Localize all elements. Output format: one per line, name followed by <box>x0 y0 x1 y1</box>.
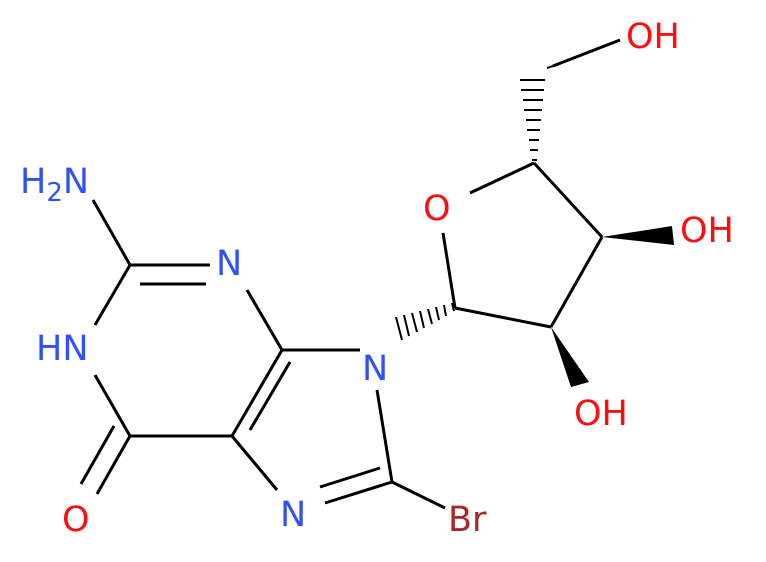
bond-c2-c1 <box>454 306 552 329</box>
bond-c8-n9 <box>375 389 394 483</box>
bond-c5-n7 <box>230 435 279 491</box>
bonds <box>79 38 621 510</box>
bond-c8-br <box>391 480 446 510</box>
bond-n7-c8 <box>324 480 393 505</box>
label-n7: N <box>280 495 306 535</box>
solid-wedge-c2-oh <box>551 327 589 387</box>
bond-c2-n1 <box>93 264 132 326</box>
label-oh-5: OH <box>626 17 680 57</box>
bond-n1-c6 <box>93 374 132 437</box>
label-nh: HN <box>36 329 89 369</box>
solid-wedge-c3-oh <box>602 226 674 245</box>
bond-n3-c4 <box>245 289 284 351</box>
bond-ch2-oh <box>552 38 621 68</box>
bond-c6-o-second <box>79 425 116 485</box>
bond-c1-o4 <box>441 232 457 309</box>
hashed-wedge-c4-ch2 <box>520 65 554 161</box>
label-oh-2: OH <box>574 394 628 434</box>
label-n3: N <box>216 244 242 284</box>
label-oh-3: OH <box>680 211 734 251</box>
label-ring-oxygen: O <box>423 189 451 229</box>
label-bromine: Br <box>448 500 487 540</box>
label-carbonyl-oxygen: O <box>62 500 90 540</box>
bond-c6-o <box>95 435 132 495</box>
hashed-wedge-c1-n9 <box>395 302 455 341</box>
atom-labels: H2N HN N N N O Br O OH OH OH <box>20 17 734 540</box>
label-n9: N <box>362 349 388 389</box>
bond-c3-c2 <box>549 236 604 328</box>
bond-c2-nh2 <box>91 199 132 266</box>
bond-c4-c3 <box>532 161 604 239</box>
bond-c5-c4 <box>230 349 284 437</box>
bond-o4-c4 <box>469 161 535 195</box>
bond-n7-c8-second <box>319 466 381 489</box>
label-amine: H2N <box>20 162 89 208</box>
bond-c5-c4-second <box>248 361 292 431</box>
stereo-bonds <box>395 65 674 387</box>
